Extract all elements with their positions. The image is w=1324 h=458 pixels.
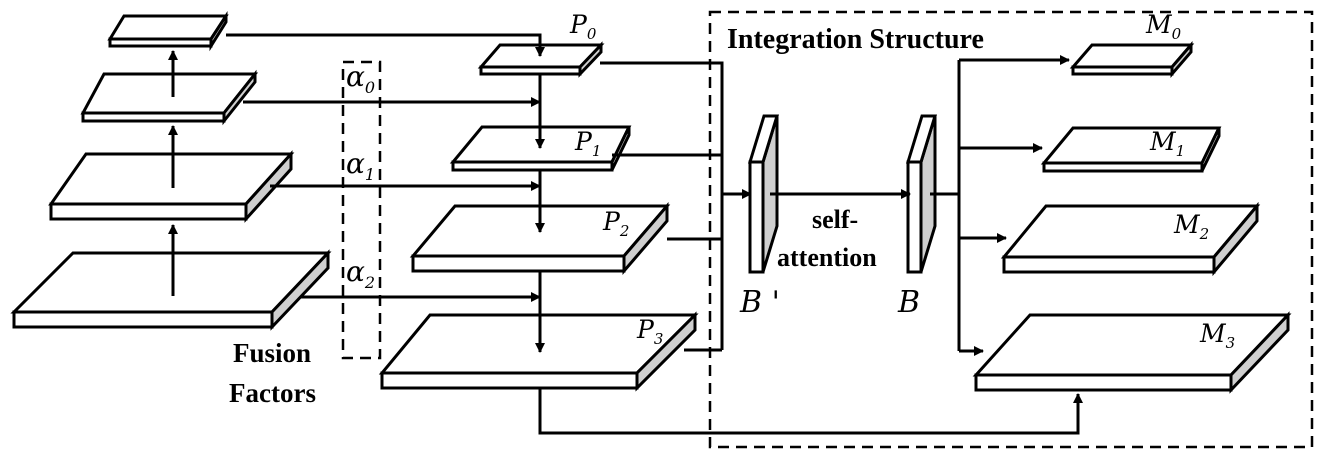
m3-layer [972, 311, 1292, 394]
m2-layer [1000, 201, 1261, 277]
backbone-level-1 [80, 69, 259, 126]
b-plate [905, 114, 938, 274]
backbone-level-3 [10, 249, 332, 331]
m1-label: M1 [1149, 127, 1185, 160]
p1-label: P1 [574, 127, 601, 160]
m2-label: M2 [1173, 210, 1209, 243]
alpha2-label: α2 [346, 255, 375, 292]
m3-label: M3 [1199, 319, 1235, 352]
lateral-connection-0 [226, 33, 545, 57]
p0-label: P0 [569, 10, 597, 43]
backbone-level-0 [107, 10, 229, 52]
m0-label: M0 [1145, 10, 1182, 43]
p2-label: P2 [602, 207, 629, 240]
skip-connection-p3-m3 [538, 388, 1083, 435]
self-attention-label-line1: self- [812, 205, 858, 234]
gather-line-p0 [600, 61, 724, 350]
self-attention-label-line2: attention [777, 243, 877, 272]
integration-structure-box [708, 10, 1314, 449]
integration-structure-title: Integration Structure [727, 24, 984, 55]
fusion-factors-label-line2: Factors [229, 378, 316, 408]
b-label: B [897, 285, 920, 320]
b-prime-plate [747, 114, 780, 274]
backbone-level-2 [48, 150, 295, 223]
fusion-factors-box [341, 60, 382, 360]
m0-layer [1069, 40, 1195, 79]
b-prime-label: B ' [739, 285, 780, 320]
fusion-factors-label-line1: Fusion [233, 338, 311, 368]
m1-layer [1040, 126, 1222, 173]
p3-label: P3 [636, 315, 663, 348]
alpha1-label: α1 [346, 147, 375, 184]
alpha0-label: α0 [346, 60, 375, 97]
